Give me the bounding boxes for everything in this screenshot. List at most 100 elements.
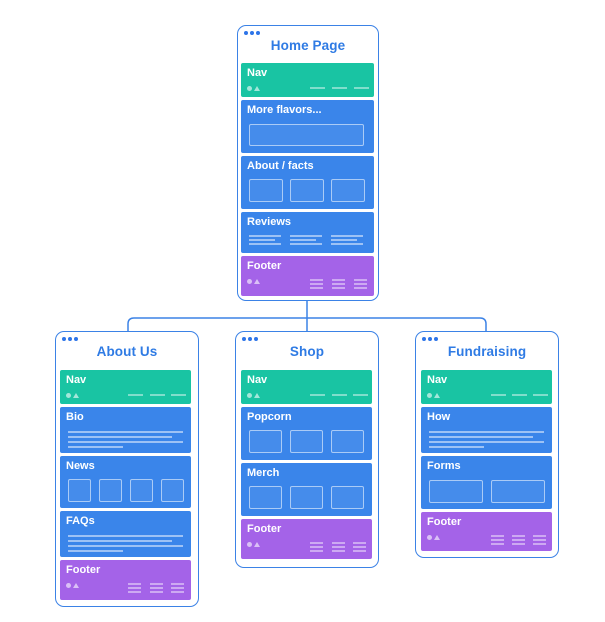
image-placeholder (249, 486, 282, 509)
footer-link (150, 583, 163, 585)
footer-link (128, 587, 141, 589)
triangle-icon (254, 393, 260, 398)
nav-link (128, 394, 143, 396)
content-section: Bio (60, 407, 191, 453)
footer-link (512, 543, 525, 545)
window-dots-icon (242, 337, 258, 343)
circle-icon (66, 393, 71, 398)
image-placeholder (290, 486, 323, 509)
triangle-icon (254, 86, 260, 91)
page-title: Shop (289, 344, 325, 359)
window-dots-icon (244, 31, 260, 37)
content-section: Merch (241, 463, 372, 516)
triangle-icon (434, 393, 440, 398)
nav-link (533, 394, 548, 396)
section-title: Popcorn (247, 411, 292, 423)
footer-link (171, 587, 184, 589)
content-section: Forms (421, 456, 552, 509)
footer-link (150, 591, 163, 593)
section-title: Nav (427, 374, 448, 386)
footer-section: Footer (421, 512, 552, 551)
footer-link (332, 550, 345, 552)
section-title: Merch (247, 467, 280, 479)
image-placeholder (99, 479, 122, 502)
text-line (331, 235, 363, 237)
nav-section: Nav (60, 370, 191, 404)
footer-section: Footer (241, 256, 374, 296)
nav-link (150, 394, 165, 396)
footer-link (128, 583, 141, 585)
image-placeholder (249, 430, 282, 453)
text-line (68, 540, 172, 542)
footer-link (332, 546, 345, 548)
footer-link (150, 587, 163, 589)
nav-link (332, 394, 347, 396)
window-dots-icon (422, 337, 438, 343)
text-line (249, 239, 275, 241)
section-title: About / facts (247, 160, 314, 172)
image-placeholder (161, 479, 184, 502)
nav-link (512, 394, 527, 396)
section-title: Bio (66, 411, 84, 423)
circle-icon (66, 583, 71, 588)
footer-link (491, 539, 504, 541)
text-line (68, 545, 183, 547)
image-placeholder (331, 486, 364, 509)
triangle-icon (254, 279, 260, 284)
image-placeholder (331, 430, 364, 453)
page-title: Fundraising (447, 344, 527, 359)
triangle-icon (254, 542, 260, 547)
text-line (68, 431, 183, 433)
page-title: About Us (96, 344, 158, 359)
text-line (331, 243, 363, 245)
text-line (290, 239, 316, 241)
triangle-icon (73, 393, 79, 398)
about-us-wireframe: About Us Nav Bio News FAQs Footer (55, 331, 199, 607)
footer-link (332, 283, 345, 285)
triangle-icon (73, 583, 79, 588)
nav-section: Nav (241, 370, 372, 404)
footer-link (332, 542, 345, 544)
text-line (429, 446, 484, 448)
form-field-placeholder (491, 480, 545, 503)
connector-branch (127, 317, 487, 331)
section-title: FAQs (66, 515, 95, 527)
text-line (68, 436, 172, 438)
triangle-icon (434, 535, 440, 540)
footer-link (354, 279, 367, 281)
image-placeholder (249, 179, 283, 202)
fundraising-wireframe: Fundraising Nav How Forms Footer (415, 331, 559, 558)
footer-link (353, 550, 366, 552)
footer-link (354, 287, 367, 289)
circle-icon (247, 279, 252, 284)
text-line (429, 441, 544, 443)
content-section: FAQs (60, 511, 191, 557)
image-placeholder (290, 179, 324, 202)
circle-icon (247, 393, 252, 398)
footer-link (310, 542, 323, 544)
section-title: News (66, 460, 95, 472)
section-title: Nav (247, 374, 268, 386)
text-line (249, 235, 281, 237)
content-section: How (421, 407, 552, 453)
circle-icon (247, 86, 252, 91)
footer-link (353, 542, 366, 544)
content-section: Popcorn (241, 407, 372, 460)
footer-section: Footer (241, 519, 372, 559)
nav-section: Nav (421, 370, 552, 404)
section-title: Nav (66, 374, 87, 386)
footer-link (491, 543, 504, 545)
nav-link (310, 87, 325, 89)
section-title: Footer (247, 260, 282, 272)
text-line (331, 239, 357, 241)
footer-link (310, 279, 323, 281)
nav-link (310, 394, 325, 396)
footer-link (512, 539, 525, 541)
section-title: Nav (247, 67, 268, 79)
section-title: Footer (247, 523, 282, 535)
footer-link (533, 539, 546, 541)
footer-link (310, 283, 323, 285)
text-line (68, 550, 123, 552)
nav-link (332, 87, 347, 89)
nav-link (171, 394, 186, 396)
